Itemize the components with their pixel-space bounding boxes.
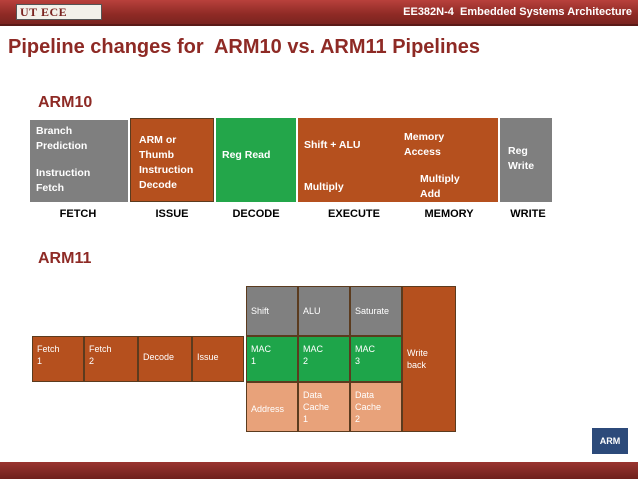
stage-write: WRITE: [510, 208, 546, 220]
data-cache1-box: Data Cache 1: [298, 382, 350, 432]
issue-box: Issue: [192, 336, 244, 382]
saturate-box: Saturate: [350, 286, 402, 336]
multiply-box: Multiply: [298, 174, 398, 202]
course-title: EE382N-4 Embedded Systems Architecture: [403, 6, 632, 18]
fetch2-box: Fetch 2: [84, 336, 138, 382]
reg-read-box: Reg Read: [216, 118, 296, 202]
branch-prediction-box: Branch Prediction: [30, 120, 128, 164]
header-bar: [0, 0, 638, 26]
ut-ece-logo: UT ECE: [16, 4, 102, 20]
data-cache2-box: Data Cache 2: [350, 382, 402, 432]
slide-title: Pipeline changes for ARM10 vs. ARM11 Pip…: [8, 36, 481, 58]
stage-memory: MEMORY: [424, 208, 474, 220]
stage-fetch: FETCH: [59, 208, 97, 220]
mac3-box: MAC 3: [350, 336, 402, 382]
reg-write-box: Reg Write: [500, 118, 552, 202]
mac2-box: MAC 2: [298, 336, 350, 382]
memory-access-box: Memory Access: [398, 118, 498, 168]
stage-decode: DECODE: [232, 208, 280, 220]
arm10-label: ARM10: [38, 94, 93, 111]
multiply-add-box: Multiply Add: [398, 168, 498, 202]
stage-execute: EXECUTE: [328, 208, 380, 220]
arm-thumb-decode-box: ARM or Thumb Instruction Decode: [130, 118, 214, 202]
address-box: Address: [246, 382, 298, 432]
shift-box: Shift: [246, 286, 298, 336]
footer-bar: [0, 462, 638, 479]
write-back-box: Write back: [402, 286, 456, 432]
stage-issue: ISSUE: [155, 208, 189, 220]
fetch1-box: Fetch 1: [32, 336, 84, 382]
shift-alu-box: Shift + ALU: [298, 118, 398, 174]
mac1-box: MAC 1: [246, 336, 298, 382]
arm-logo: ARM: [592, 428, 628, 454]
decode-box: Decode: [138, 336, 192, 382]
instruction-fetch-box: Instruction Fetch: [30, 164, 128, 202]
arm11-label: ARM11: [38, 250, 92, 267]
alu-box: ALU: [298, 286, 350, 336]
